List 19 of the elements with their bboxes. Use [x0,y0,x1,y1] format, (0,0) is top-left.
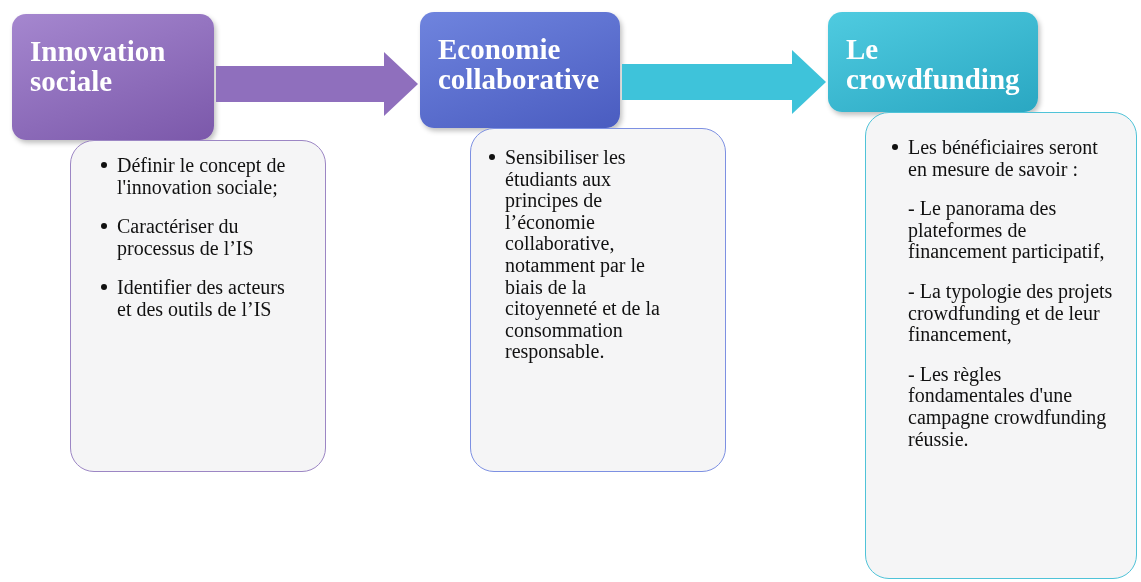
list-text: Définir le concept de l'innovation sociale; [117,155,287,199]
list-text: Caractériser du processus de l’IS [117,216,255,260]
title-box [420,12,620,128]
list-text: Les bénéficiaires seront en mesure de savoir : [908,137,1099,181]
block-arrow [216,52,418,116]
list-text: - Les règles fondamentales d'une campagne crowdfunding réussie. [908,363,1108,451]
list-text: - Le panorama des plateformes de financement participatif, [908,198,1106,263]
list-text: Sensibiliser les étudiants aux principes de l’économie collaborative, notamment par le biais de la citoyenneté et de la consommation responsable. [505,147,661,363]
content-card [865,112,1137,579]
block-arrow [622,50,826,114]
heading-text: Innovation sociale [30,36,167,97]
list-text: Identifier des acteurs et des outils de l’IS [117,277,286,321]
content-card [70,140,326,472]
title-box [828,12,1038,112]
title-box [12,14,214,140]
heading-text: Le crowdfunding [846,34,1020,95]
list-text: - La typologie des projets crowdfunding et de leur financement, [908,280,1114,346]
content-card [470,128,726,472]
heading-text: Economie collaborative [438,34,601,95]
